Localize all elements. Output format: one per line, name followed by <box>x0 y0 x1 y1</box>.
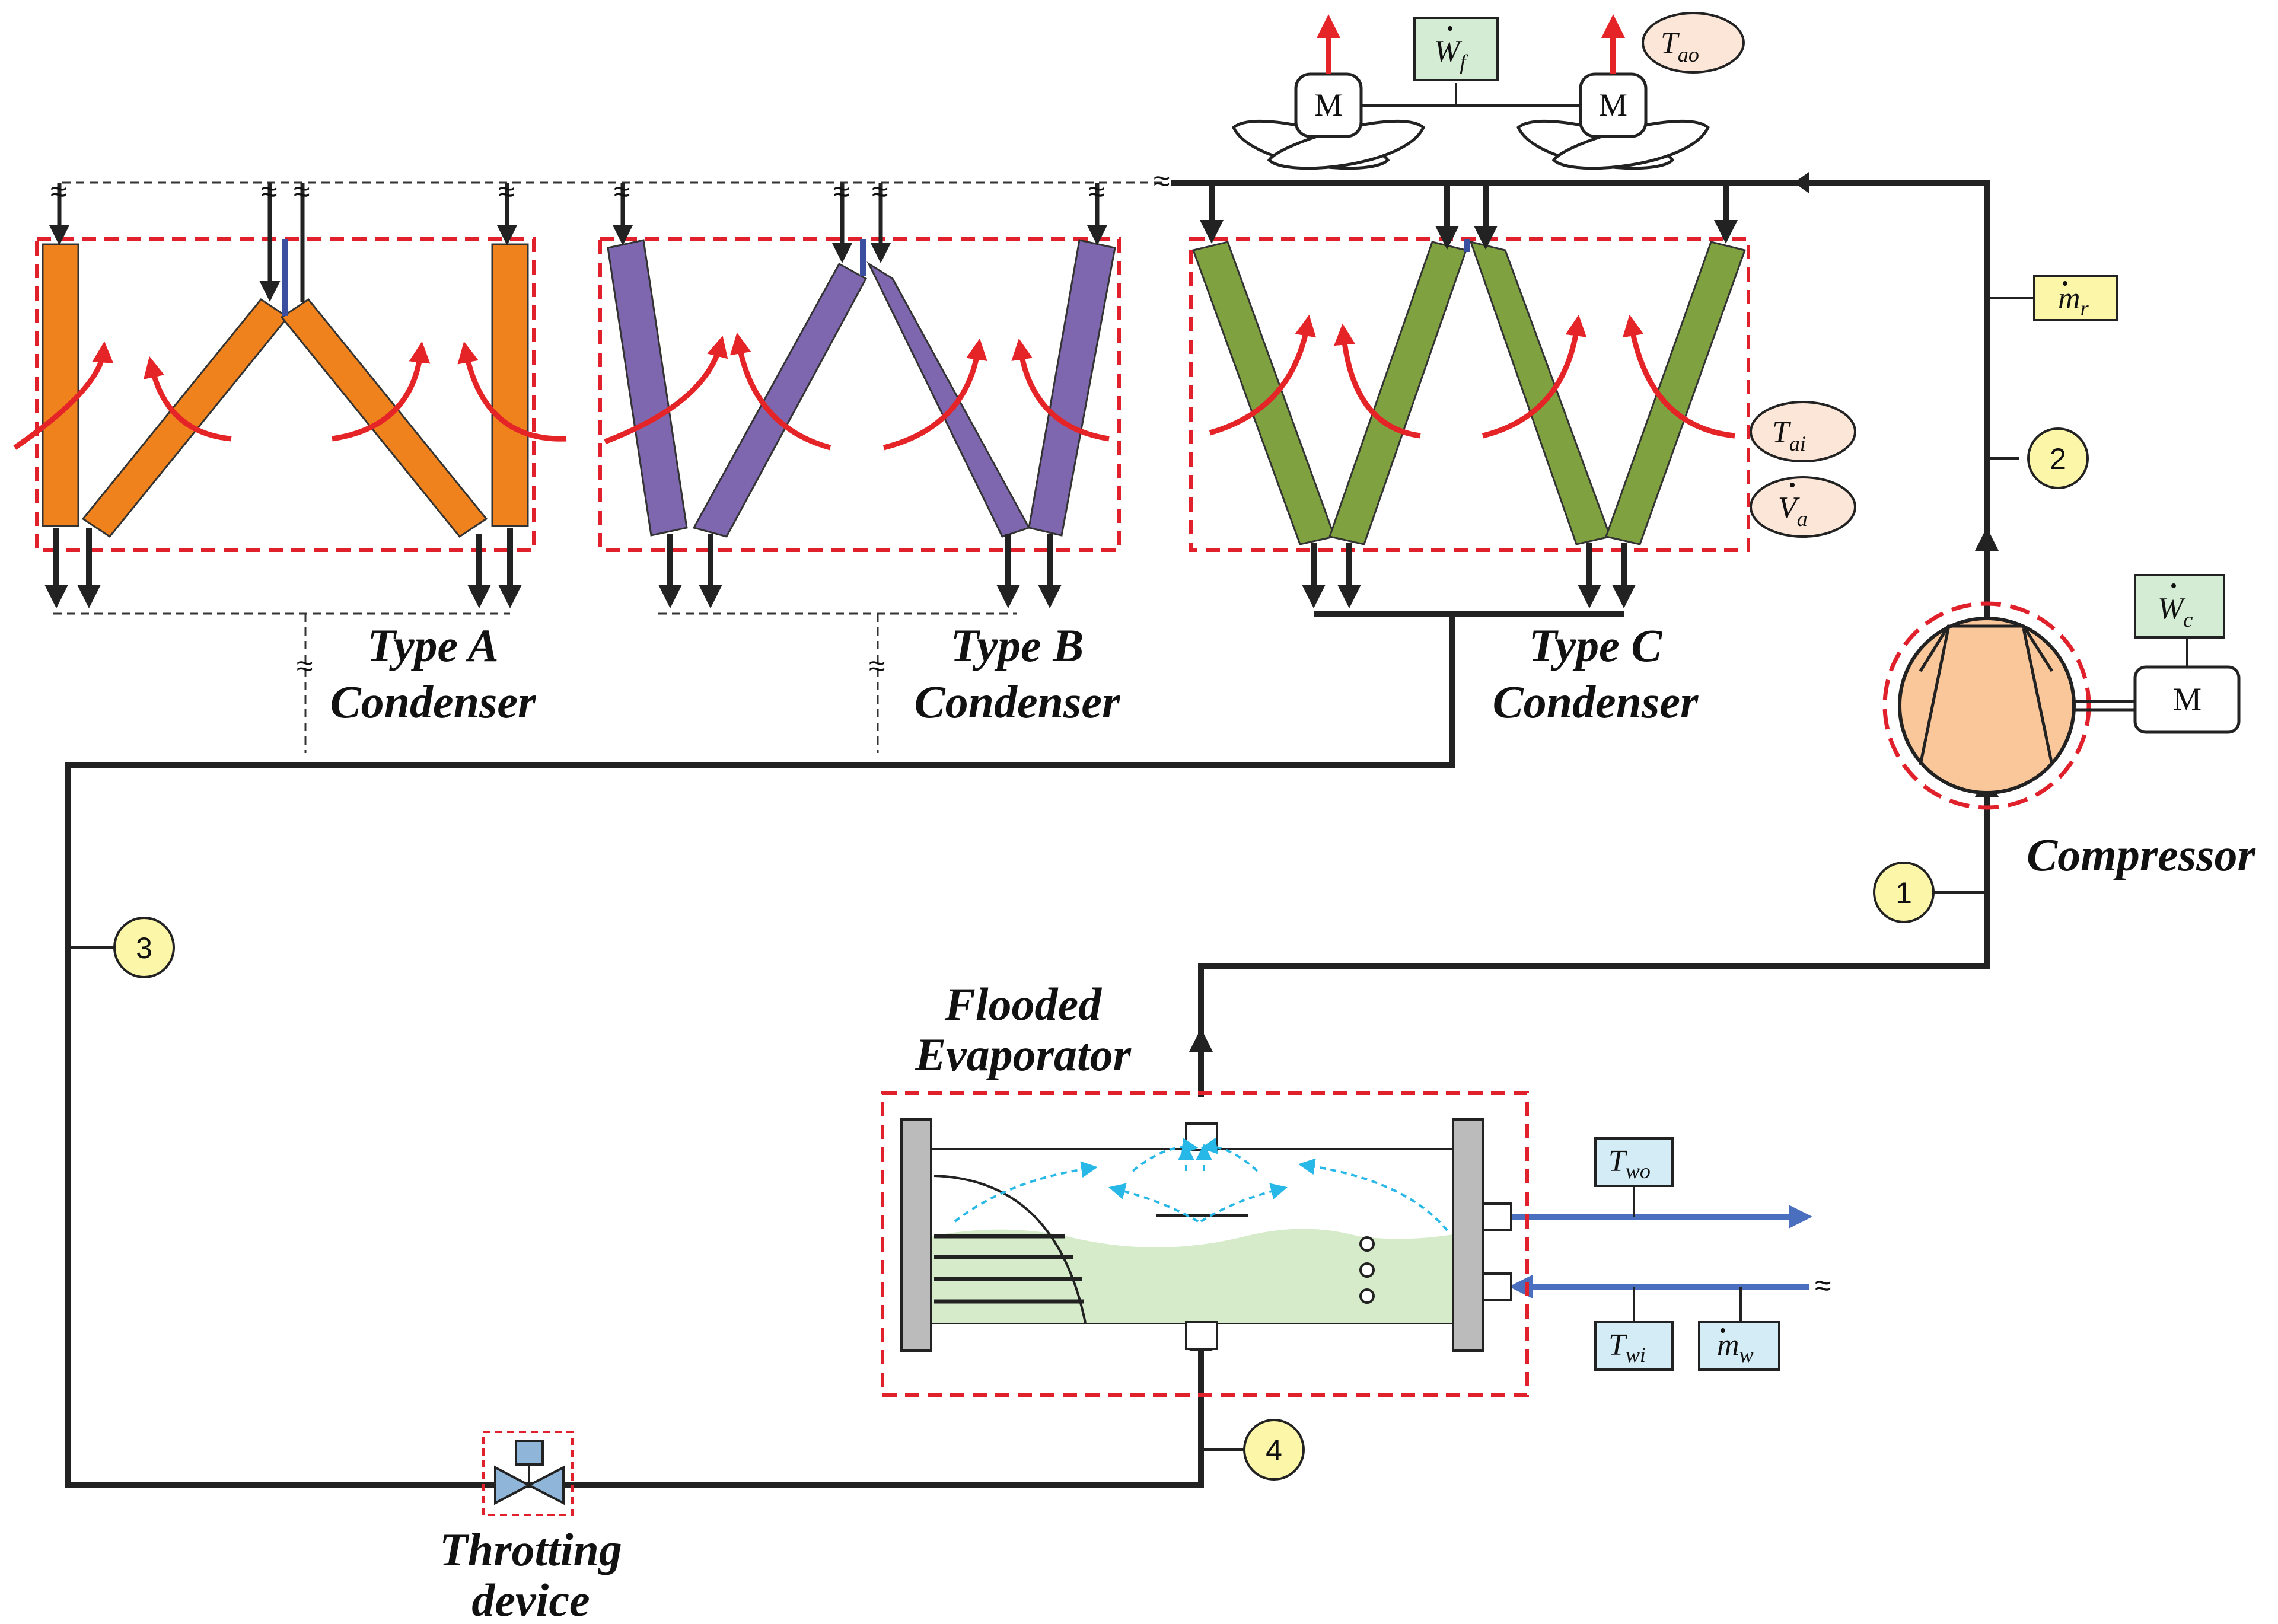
throttling-label-line1: Throtting <box>439 1524 622 1575</box>
type-b-label-line1: Type B <box>951 620 1084 671</box>
water-inlet-temp-symbol: Twi <box>1608 1328 1646 1367</box>
flooded-evaporator <box>881 1091 1529 1397</box>
state-point-2: 2 <box>2050 442 2066 476</box>
water-outlet-temp-symbol: Two <box>1608 1144 1651 1183</box>
type-c-condenser <box>1189 183 1750 617</box>
state-point-1: 1 <box>1895 876 1912 910</box>
component-labels: Type A Condenser Type B Condenser Type C… <box>330 620 2256 1624</box>
svg-text:≈: ≈ <box>294 175 310 208</box>
throttling-device <box>482 1431 574 1516</box>
condenser-fans: M M <box>1231 14 1710 170</box>
evaporator-label-line2: Evaporator <box>915 1029 1132 1080</box>
svg-text:≈: ≈ <box>869 649 885 682</box>
air-outlet-temp-symbol: Tao <box>1661 27 1699 66</box>
state-points: 1 2 3 4 <box>68 427 2089 1481</box>
water-flow-symbol: mw <box>1717 1328 1754 1367</box>
discharge-arrow <box>1794 172 1809 193</box>
discharge-line <box>1171 180 1990 640</box>
fan-motor-left-label: M <box>1314 87 1343 123</box>
svg-text:≈: ≈ <box>297 649 313 682</box>
svg-text:≈: ≈ <box>1088 175 1104 208</box>
break-mark: ≈ <box>1815 1269 1831 1302</box>
fan-motor-right-label: M <box>1599 87 1627 123</box>
evaporator-label-line1: Flooded <box>944 978 1102 1030</box>
svg-text:≈: ≈ <box>498 175 514 208</box>
type-b-boundary <box>598 237 1121 552</box>
svg-text:≈: ≈ <box>872 175 888 208</box>
compressor: M <box>1882 601 2241 810</box>
refrigerant-loop: ≈ <box>65 172 1999 1488</box>
compressor-label: Compressor <box>2027 829 2255 880</box>
throttling-label-line2: device <box>471 1574 590 1624</box>
svg-text:≈: ≈ <box>261 175 277 208</box>
suction-line <box>1198 797 1990 1073</box>
svg-text:≈: ≈ <box>614 175 630 208</box>
type-a-condenser: ≈ ≈ ≈ ≈ <box>13 175 567 608</box>
dashed-header: ≈ ≈ ≈ <box>53 164 1170 753</box>
type-c-label-line2: Condenser <box>1493 676 1699 728</box>
state-point-3: 3 <box>136 931 152 965</box>
compressor-power-symbol: Wc <box>2158 592 2193 631</box>
svg-text:≈: ≈ <box>833 175 849 208</box>
type-a-label-line2: Condenser <box>330 676 536 728</box>
measurement-symbols: Wf Tao mr Tai Va Wc Two Twi mw <box>1413 12 2225 1371</box>
evaporator-boundary <box>881 1091 1529 1397</box>
svg-text:≈: ≈ <box>50 175 66 208</box>
air-inlet-temp-symbol: Tai <box>1772 416 1806 455</box>
refrigerant-flow-symbol: mr <box>2058 282 2089 320</box>
fan-power-symbol: Wf <box>1434 34 1468 74</box>
liquid-line <box>65 614 1455 1488</box>
type-b-label-line2: Condenser <box>915 676 1120 728</box>
state-point-4: 4 <box>1266 1434 1282 1467</box>
svg-text:≈: ≈ <box>1154 164 1170 197</box>
type-c-label-line1: Type C <box>1529 620 1662 671</box>
type-b-condenser: ≈ ≈ ≈ ≈ <box>598 175 1121 608</box>
compressor-motor-label: M <box>2173 681 2201 717</box>
air-flow-symbol: Va <box>1778 491 1808 531</box>
type-a-label-line1: Type A <box>367 620 499 671</box>
